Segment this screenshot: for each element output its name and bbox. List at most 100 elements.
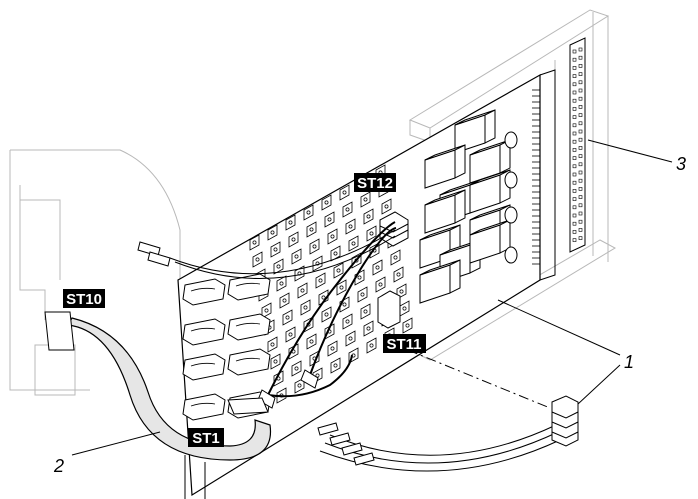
ribbon-cable: [44, 311, 272, 461]
terminal-pin: [270, 353, 281, 370]
pin-hole: [294, 366, 299, 371]
strip-hole: [572, 213, 577, 218]
pin-hole: [330, 234, 335, 239]
terminal-pin: [339, 184, 350, 201]
label-st10-text: ST10: [66, 291, 102, 308]
pin-hole: [285, 315, 290, 320]
callout-3: 3: [676, 154, 686, 174]
terminal-pin: [333, 262, 344, 279]
clamp-spring: [235, 357, 261, 362]
pin-hole: [363, 197, 368, 202]
terminal-pin: [303, 204, 314, 221]
strip-hole: [572, 180, 577, 185]
terminal-pin: [348, 235, 359, 252]
pin-hole: [303, 305, 308, 310]
pin-hole: [384, 204, 389, 209]
relay-knob: [504, 131, 518, 149]
pin-hole: [270, 230, 275, 235]
terminal-pin: [249, 234, 260, 251]
pin-hole: [351, 241, 356, 246]
clamp-spring: [235, 282, 261, 287]
pin-hole: [291, 237, 296, 242]
pin-hole: [393, 255, 398, 260]
relay-side: [454, 109, 496, 144]
strip-hole: [572, 164, 577, 169]
terminal-pin: [273, 258, 284, 275]
pin-hole: [273, 359, 278, 364]
pin-hole: [306, 210, 311, 215]
terminal-pin: [279, 292, 290, 309]
clamp-spring: [190, 287, 216, 292]
strip-hole: [572, 123, 577, 128]
terminal-pin: [330, 357, 341, 374]
terminal-pin: [375, 276, 386, 293]
relay-knob: [504, 206, 518, 224]
pin-hole: [324, 312, 329, 317]
pin-hole: [342, 190, 347, 195]
terminal-pin: [327, 228, 338, 245]
terminal-pin: [330, 245, 341, 262]
terminal-pin: [342, 313, 353, 330]
strip-hole: [572, 148, 577, 152]
strip-hole: [572, 221, 577, 226]
pin-hole: [357, 275, 362, 280]
terminal-pin: [324, 211, 335, 228]
spade-terminal-wires: [137, 229, 396, 279]
strip-hole: [572, 139, 577, 144]
terminal-pin: [252, 251, 263, 268]
pin-hole: [297, 383, 302, 388]
strip-hole: [578, 170, 583, 175]
terminal-pin: [381, 198, 392, 215]
strip-hole: [578, 129, 583, 134]
label-st12: ST12: [354, 173, 396, 192]
pin-hole: [348, 224, 353, 229]
terminal-pin: [360, 303, 371, 320]
terminal-pin: [291, 248, 302, 265]
pin-hole: [279, 281, 284, 286]
relay-side: [469, 169, 511, 204]
pin-hole: [309, 227, 314, 232]
st11-connector: [377, 290, 401, 329]
terminal-pin: [345, 218, 356, 235]
pin-hole: [321, 295, 326, 300]
terminal-pin: [393, 266, 404, 283]
pin-hole: [273, 247, 278, 252]
pin-hole: [369, 343, 374, 348]
strip-hole: [572, 238, 577, 242]
clamp-spring: [190, 362, 216, 367]
pin-hole: [333, 251, 338, 256]
pin-hole: [312, 244, 317, 249]
terminal-pin: [390, 249, 401, 266]
pin-hole: [345, 207, 350, 212]
terminal-pin: [342, 201, 353, 218]
strip-hole: [572, 66, 577, 70]
terminal-pin: [270, 241, 281, 258]
strip-hole: [578, 47, 583, 52]
relay-knob: [504, 171, 518, 189]
terminal-pin: [291, 360, 302, 377]
strip-hole: [572, 156, 577, 160]
pin-hole: [330, 346, 335, 351]
label-st11: ST11: [383, 334, 426, 353]
spring-clamp: [227, 348, 271, 376]
terminal-pin: [267, 336, 278, 353]
strip-hole: [572, 205, 577, 210]
strip-hole: [572, 49, 577, 54]
loose-cable: [317, 395, 579, 472]
terminal-pin: [309, 238, 320, 255]
leader-lines: [71, 139, 673, 456]
strip-hole: [572, 82, 577, 87]
strip-hole: [578, 211, 583, 216]
strip-hole: [578, 228, 583, 232]
strip-hole: [572, 107, 577, 111]
strip-hole: [578, 96, 583, 101]
relay-side: [424, 189, 466, 224]
pin-hole: [345, 319, 350, 324]
terminal-pin: [366, 337, 377, 354]
terminal-pin: [306, 221, 317, 238]
strip-hole: [572, 98, 577, 103]
strip-hole: [578, 178, 583, 183]
pin-hole: [264, 308, 269, 313]
strip-hole: [578, 187, 583, 191]
relay-side: [419, 259, 461, 294]
